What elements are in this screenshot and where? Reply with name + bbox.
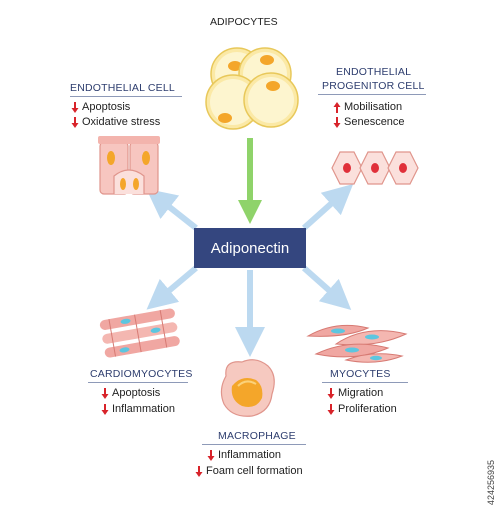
arrow-down-icon [326, 387, 336, 399]
arrow-down-icon [194, 465, 204, 477]
arrow-down-icon [332, 116, 342, 128]
arrow-down-icon [206, 449, 216, 461]
macrophage-effect-1-text: Inflammation [218, 449, 281, 461]
endothelial-cell-title: ENDOTHELIAL CELL [70, 82, 175, 94]
endothelial-divider [70, 96, 182, 97]
progenitor-effect-1: Mobilisation [332, 101, 402, 113]
progenitor-title-line2: PROGENITOR CELL [322, 80, 425, 92]
arrow-up-icon [332, 101, 342, 113]
progenitor-effect-1-text: Mobilisation [344, 101, 403, 113]
cardiomyocytes-divider [88, 382, 188, 383]
macrophage-effect-2-text: Foam cell formation [206, 465, 303, 477]
cardiomyocytes-effect-2-text: Inflammation [112, 403, 175, 415]
endothelial-effect-2-text: Oxidative stress [82, 116, 161, 128]
myocytes-effect-1: Migration [326, 387, 383, 399]
macrophage-title: MACROPHAGE [218, 430, 296, 442]
arrow-down-icon [70, 101, 80, 113]
smooth-muscle-cells-icon [306, 324, 408, 363]
progenitor-cells-icon [331, 151, 419, 185]
macrophage-effect-1: Inflammation [206, 449, 281, 461]
arrow-to-cardiomyocytes [146, 265, 198, 310]
endothelial-cells-icon [98, 136, 160, 195]
myocytes-divider [322, 382, 408, 383]
arrow-to-endothelial [146, 188, 198, 231]
endothelial-effect-1-text: Apoptosis [82, 101, 131, 113]
cardiomyocytes-title: CARDIOMYOCYTES [90, 368, 193, 380]
endothelial-effect-2: Oxidative stress [70, 116, 160, 128]
cardiomyocytes-effect-1-text: Apoptosis [112, 387, 161, 399]
adipocyte-cluster-icon [205, 47, 299, 130]
arrow-down-icon [326, 403, 336, 415]
macrophage-cell-icon [220, 359, 275, 417]
stock-id-watermark: 424256935 [486, 460, 496, 505]
myocytes-effect-2-text: Proliferation [338, 403, 397, 415]
progenitor-effect-2-text: Senescence [344, 116, 405, 128]
myocytes-title: MYOCYTES [330, 368, 391, 380]
progenitor-divider [318, 94, 426, 95]
arrow-to-myocytes [302, 265, 352, 310]
myocytes-effect-2: Proliferation [326, 403, 397, 415]
cardiomyocytes-effect-1: Apoptosis [100, 387, 160, 399]
progenitor-title-line1: ENDOTHELIAL [336, 66, 412, 78]
arrow-to-progenitor [301, 183, 354, 231]
macrophage-divider [202, 444, 306, 445]
arrow-down-icon [100, 387, 110, 399]
cardiomyocytes-effect-2: Inflammation [100, 403, 175, 415]
endothelial-effect-1: Apoptosis [70, 101, 130, 113]
arrow-down-icon [100, 403, 110, 415]
cardiomyocyte-fibers-icon [99, 308, 180, 358]
progenitor-effect-2: Senescence [332, 116, 405, 128]
adipocytes-label: ADIPOCYTES [210, 16, 278, 28]
arrow-down-icon [70, 116, 80, 128]
myocytes-effect-1-text: Migration [338, 387, 384, 399]
adiponectin-box: Adiponectin [194, 228, 306, 268]
macrophage-effect-2: Foam cell formation [194, 465, 303, 477]
